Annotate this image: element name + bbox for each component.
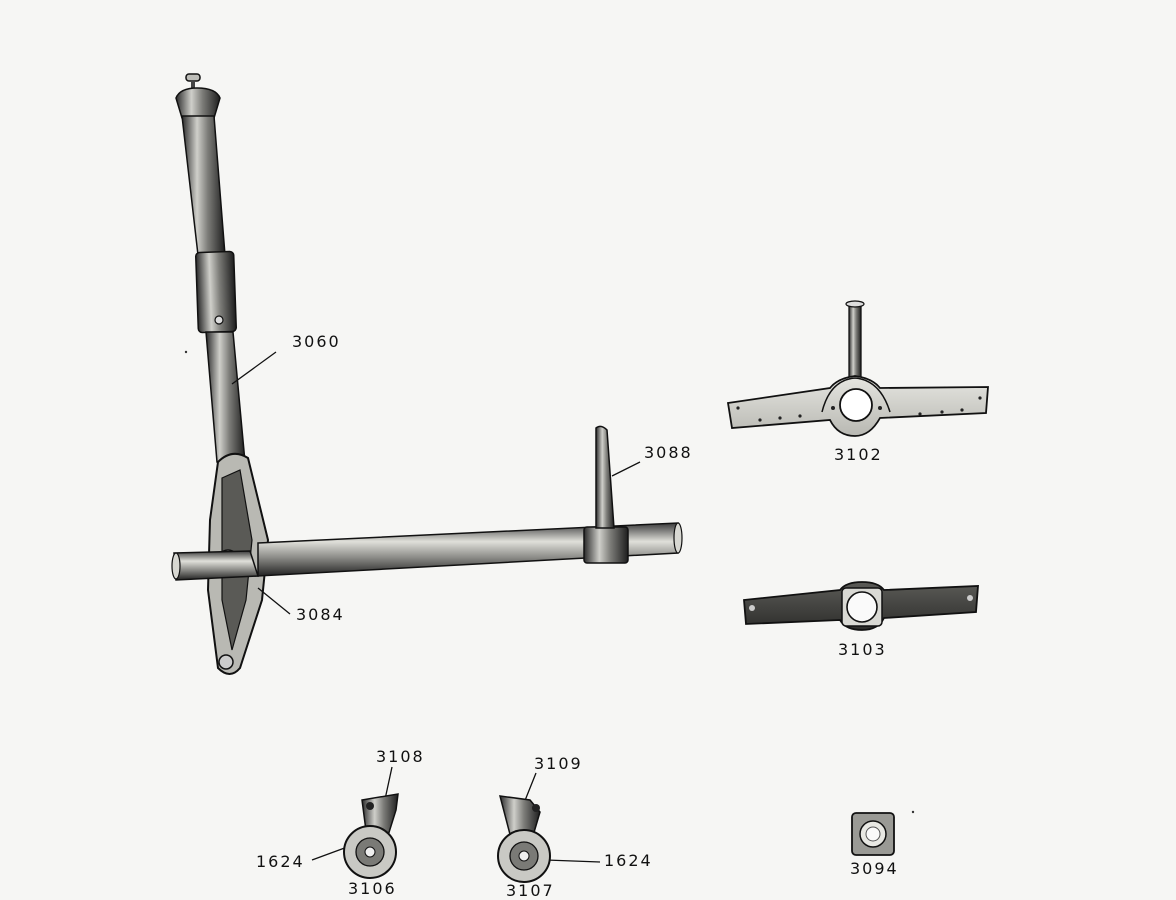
label-3094: 3094 bbox=[850, 859, 899, 878]
label-1624-right: 1624 bbox=[604, 851, 653, 870]
label-3106: 3106 bbox=[348, 879, 397, 898]
label-3109: 3109 bbox=[534, 754, 583, 773]
leader-lines bbox=[231, 351, 641, 863]
cross-tube bbox=[171, 425, 683, 581]
square-plate-3094 bbox=[851, 812, 895, 856]
label-3102: 3102 bbox=[834, 445, 883, 464]
label-3084: 3084 bbox=[296, 605, 345, 624]
label-3088: 3088 bbox=[644, 443, 693, 462]
label-3108: 3108 bbox=[376, 747, 425, 766]
label-3103: 3103 bbox=[838, 640, 887, 659]
caster-assembly-left bbox=[343, 793, 399, 879]
steering-column-3060 bbox=[175, 73, 270, 675]
label-3107: 3107 bbox=[506, 881, 555, 900]
cross-member-3103 bbox=[743, 581, 979, 631]
label-1624-left: 1624 bbox=[256, 852, 305, 871]
cross-member-3102 bbox=[726, 300, 989, 437]
label-3060: 3060 bbox=[292, 332, 341, 351]
caster-assembly-right bbox=[497, 795, 551, 883]
